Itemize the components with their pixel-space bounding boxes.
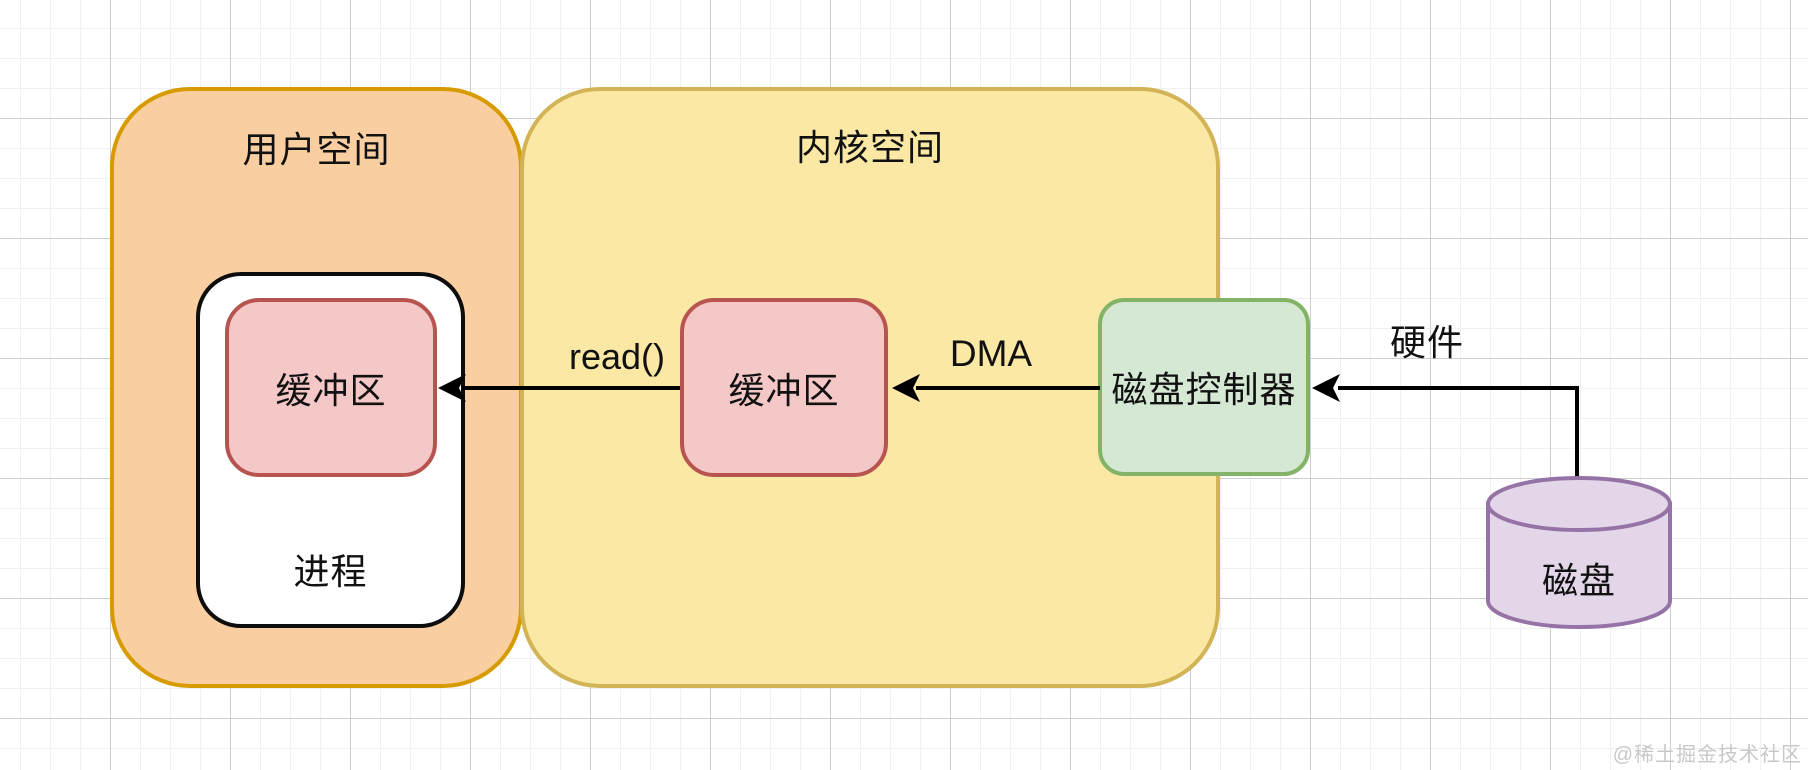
user-buffer-node: 缓冲区 [225,298,437,477]
kernel-buffer-node: 缓冲区 [680,298,888,477]
watermark-text: @稀土掘金技术社区 [1612,744,1802,766]
process-label: 进程 [293,551,368,592]
kernel-buffer-label: 缓冲区 [728,369,840,411]
hardware-arrow-icon [1312,374,1579,484]
disk-cylinder-icon [1486,476,1672,629]
disk-controller-node: 磁盘控制器 [1098,298,1310,476]
read-arrow-label: read() [568,336,666,377]
disk-label: 磁盘 [1541,560,1616,601]
user-space-title: 用户空间 [242,129,391,170]
hardware-arrow-label: 硬件 [1389,322,1464,363]
dma-arrow-label: DMA [949,333,1033,374]
user-buffer-label: 缓冲区 [275,369,387,411]
disk-controller-label: 磁盘控制器 [1111,369,1297,410]
kernel-space-title: 内核空间 [795,127,944,168]
